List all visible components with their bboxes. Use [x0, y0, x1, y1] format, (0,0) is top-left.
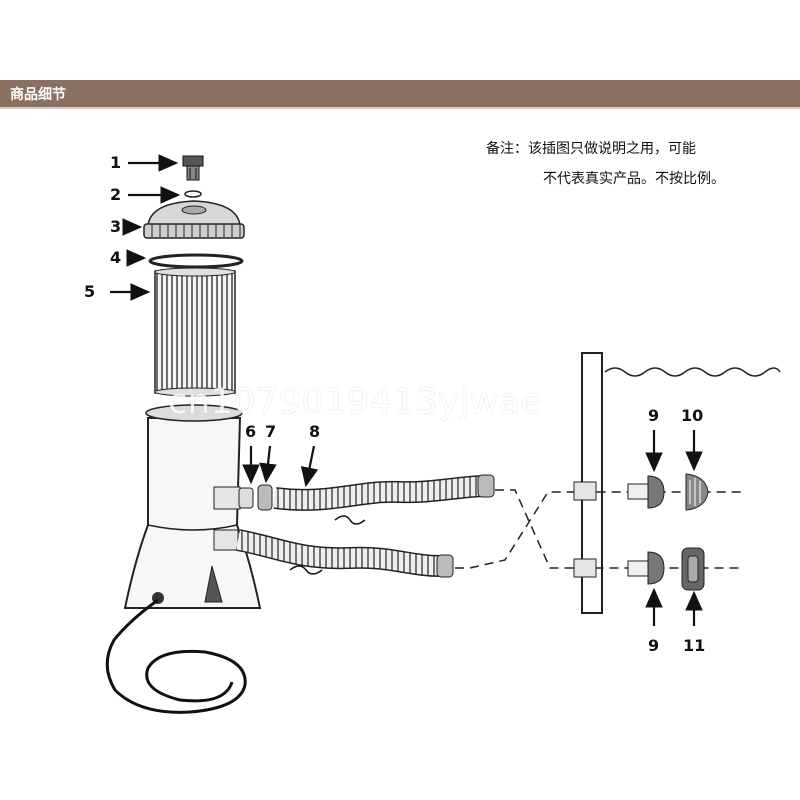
header-title: 商品细节	[10, 87, 66, 103]
wall-fitting-lower	[573, 558, 597, 578]
pump-housing	[123, 404, 262, 609]
part-6-adapter	[238, 487, 254, 509]
part-4-lid-o-ring	[148, 253, 244, 269]
part-1-release-valve	[182, 155, 204, 181]
part-2-o-ring	[184, 190, 202, 198]
part-7-hose-clamp	[257, 484, 273, 511]
power-cord	[105, 598, 247, 714]
callout-label-8: 8	[309, 422, 321, 441]
part-11-jet-nozzle	[681, 547, 705, 591]
callout-label-3: 3	[110, 217, 122, 236]
callout-label-7: 7	[265, 422, 277, 441]
water-surface	[604, 367, 781, 377]
part-9-strainer-connector-lower	[627, 551, 665, 585]
callout-label-9-upper: 9	[648, 406, 660, 425]
part-9-strainer-connector-upper	[627, 475, 665, 509]
part-5-filter-cartridge	[154, 267, 236, 397]
part-8-hose-upper	[273, 474, 495, 525]
part-8-hose-lower	[235, 529, 454, 578]
wall-fitting-upper	[573, 481, 597, 501]
callout-label-11: 11	[683, 636, 706, 655]
note-line-2: 不代表真实产品。不按比例。	[543, 171, 725, 187]
callout-label-2: 2	[110, 185, 122, 204]
note-line-1: 备注：该插图只做说明之用，可能	[486, 141, 696, 157]
callout-arrows	[110, 154, 703, 626]
callout-label-1: 1	[110, 153, 122, 172]
watermark: cn1079019413yjwae	[168, 382, 543, 422]
part-10-strainer-grid	[685, 473, 709, 511]
callout-label-10: 10	[681, 406, 704, 425]
callout-label-9-lower: 9	[648, 636, 660, 655]
callout-label-6: 6	[245, 422, 257, 441]
callout-label-4: 4	[110, 248, 122, 267]
header-bar: 商品细节	[0, 80, 800, 109]
callout-label-5: 5	[84, 282, 96, 301]
part-3-filter-lid	[143, 200, 245, 239]
